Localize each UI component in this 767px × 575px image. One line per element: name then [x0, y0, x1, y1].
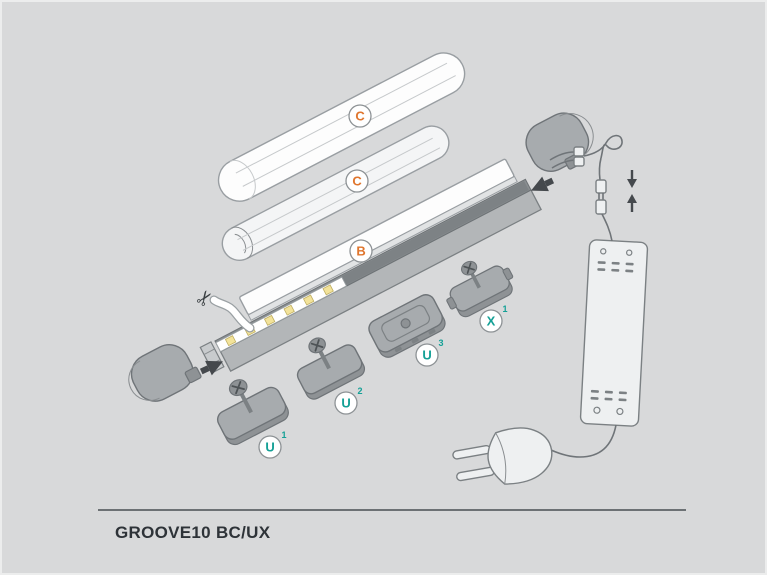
badge-cover-c-mid: C: [345, 169, 369, 193]
arrow-down-icon: [627, 170, 637, 188]
badge-clip-u1-letter: U: [265, 440, 274, 455]
cover-c-mid-opening-inner: [234, 233, 247, 254]
inline-connector-lower: [595, 199, 607, 215]
power-supply-top-vents: [597, 248, 634, 273]
led-tape-tail: ✂: [192, 285, 255, 333]
badge-clip-u3: U 3: [415, 338, 444, 367]
connector-wiring: [549, 134, 637, 242]
badge-clip-u1: U 1: [258, 430, 287, 459]
badge-clip-u2: U 2: [334, 386, 363, 415]
badge-cover-b-letter: B: [356, 244, 365, 259]
badge-cover-c-mid-letter: C: [352, 174, 362, 189]
profile-body: [199, 178, 542, 374]
end-cap-left-contour: [128, 360, 160, 401]
product-title: GROOVE10 BC/UX: [115, 523, 271, 542]
power-supply-unit: [579, 239, 649, 427]
clip-u3-inner-rim: [381, 304, 431, 342]
inline-connector-upper: [595, 179, 607, 194]
clip-u1: [216, 379, 289, 446]
clip-u3-feet: [394, 329, 436, 353]
badge-clip-u2-sup: 2: [357, 386, 362, 396]
cap-connector-b: [573, 156, 585, 167]
plug-pin-top: [452, 444, 492, 460]
badge-clip-u3-sup: 3: [438, 338, 443, 348]
badge-cover-b: B: [349, 239, 373, 263]
badge-cover-c-top: C: [348, 104, 372, 128]
profile-channel-opening: [341, 181, 529, 286]
cover-b: [239, 158, 518, 321]
arrow-up-icon: [627, 194, 637, 212]
cover-c-top-opening: [229, 159, 256, 200]
wire-curl: [583, 134, 623, 159]
led-chip: [263, 314, 276, 326]
connector-pins: [598, 193, 604, 200]
led-chip: [302, 294, 315, 306]
wire-to-driver: [601, 213, 613, 242]
led-tape-tail-face: [210, 296, 254, 332]
end-cap-left: [128, 344, 202, 402]
badge-cover-c-top-letter: C: [355, 109, 365, 124]
scissors-icon: ✂: [192, 285, 220, 311]
led-chip: [224, 335, 237, 347]
clip-u2-screw-shaft: [317, 348, 331, 370]
cover-c-top: [217, 52, 466, 202]
cover-c-top-body: [217, 52, 466, 202]
mains-cord-and-plug: [452, 424, 617, 485]
cap-wire-1: [549, 151, 575, 161]
end-cap-right-body: [525, 112, 590, 172]
badge-clip-x1: X 1: [479, 304, 508, 333]
plug-face-line: [495, 432, 507, 485]
cover-c-mid-opening-outer: [231, 226, 254, 259]
cover-b-front-edge: [247, 175, 518, 321]
clip-u1-screw-cross: [231, 381, 245, 395]
clip-u3-hole: [400, 318, 411, 329]
badge-clip-x1-sup: 1: [502, 304, 507, 314]
cover-c-mid-line2: [242, 147, 441, 251]
end-cap-right: [525, 112, 594, 172]
cover-c-mid-line1: [237, 137, 433, 241]
clip-u3: [368, 294, 446, 358]
arrow-right-icon: [199, 360, 223, 376]
cover-c-top-line2: [242, 75, 456, 187]
power-plug: [452, 427, 553, 485]
mains-cord: [550, 424, 617, 458]
clip-x1-tab-left: [446, 296, 457, 310]
clip-x1: [446, 260, 514, 318]
arrow-left-icon: [531, 176, 555, 192]
wire-to-upper-plug: [598, 157, 602, 181]
clip-u2: [296, 337, 366, 400]
clip-x1-screw-cross: [463, 262, 475, 274]
clip-x1-tab-right: [502, 267, 514, 281]
plug-body: [487, 427, 553, 485]
cover-c-mid: [221, 125, 450, 261]
end-cap-left-body: [130, 344, 194, 402]
badge-clip-u3-letter: U: [422, 348, 431, 363]
cap-connector-a: [573, 146, 585, 157]
power-supply-body: [579, 239, 649, 427]
power-supply-bottom-vents: [590, 389, 627, 416]
badge-clip-u2-letter: U: [341, 396, 350, 411]
badge-clip-u1-sup: 1: [281, 430, 286, 440]
clip-u2-screw-cross: [310, 339, 324, 352]
led-chip: [322, 284, 334, 296]
footer-divider: [98, 509, 686, 511]
end-cap-left-tab: [184, 366, 202, 384]
led-strip: [215, 276, 348, 353]
led-chip: [283, 304, 295, 316]
badge-clip-x1-letter: X: [487, 314, 496, 329]
plug-pin-bottom: [456, 466, 496, 482]
cover-c-top-line1: [235, 62, 448, 174]
